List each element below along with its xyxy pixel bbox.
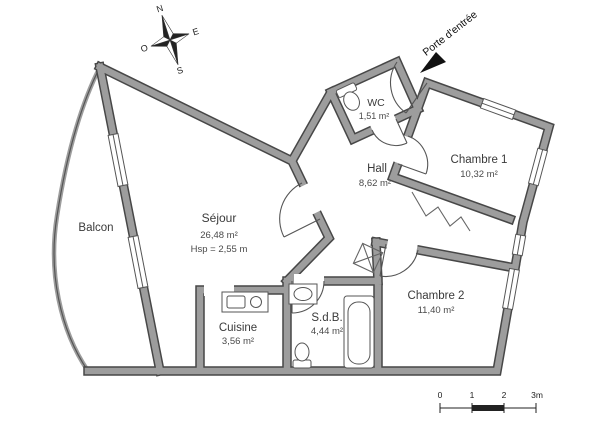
window-chambre1-top [479,97,517,121]
room-area-hall: 8,62 m² [359,178,391,189]
compass-rose: N E S O [139,3,200,76]
room-area-sejour: 26,48 m² [200,230,238,241]
toilet-wc-icon [335,82,360,111]
entrance-label: Porte d'entrée [421,9,480,59]
room-label-chambre1: Chambre 1 [451,154,508,166]
window-chambre2-right-2 [502,267,520,311]
window-sejour-1 [107,132,129,188]
washbasin-icon [288,283,318,305]
room-label-hall: Hall [367,163,387,175]
room-label-balcon: Balcon [78,222,113,234]
entrance-arrow-icon [420,52,446,73]
room-area-chambre1: 10,32 m² [460,169,498,180]
scale-bar: 0 1 2 3m [438,390,543,413]
door-openings [204,112,419,296]
window-chambre2-right-1 [511,233,527,257]
room-area-wc: 1,51 m² [359,111,390,121]
room-label-wc: WC [367,97,385,109]
scale-tick-2: 2 [502,390,507,400]
balcony-railing [51,65,103,373]
window-chambre1-right [527,147,549,187]
room-note-sejour: Hsp = 2,55 m [191,244,248,255]
toilet-sdb-icon [292,342,312,369]
closet-icon [352,242,384,274]
compass-east-label: E [191,26,200,37]
kitchen-sink-icon [221,291,269,313]
room-label-sdb: S.d.B. [311,312,342,324]
room-area-chambre2: 11,40 m² [418,305,455,316]
compass-west-label: O [139,43,149,55]
wardrobe-zigzag-icon [411,191,471,232]
entrance-annotation: Porte d'entrée [420,9,480,73]
windows [107,97,549,311]
window-sejour-2 [127,234,149,290]
fixtures [221,82,471,369]
bathtub-icon [343,295,375,369]
scale-tick-0: 0 [438,390,443,400]
room-labels: Balcon Séjour 26,48 m² Hsp = 2,55 m Cuis… [78,97,507,347]
compass-south-label: S [175,65,184,76]
room-label-chambre2: Chambre 2 [408,290,465,302]
room-area-cuisine: 3,56 m² [222,336,254,347]
scale-tick-1: 1 [470,390,475,400]
scale-tick-3: 3m [531,390,543,400]
compass-north-label: N [155,3,164,15]
room-area-sdb: 4,44 m² [311,326,343,337]
room-label-cuisine: Cuisine [219,322,257,334]
walls [83,55,555,377]
room-label-sejour: Séjour [202,211,237,225]
